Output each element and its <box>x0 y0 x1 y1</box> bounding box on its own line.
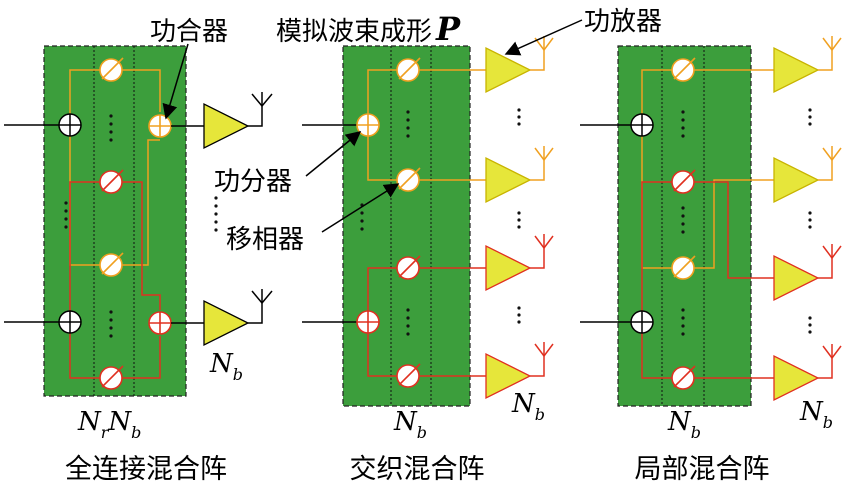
antenna-icon <box>530 342 554 377</box>
splitter-icon <box>58 113 82 137</box>
route-red <box>69 181 100 322</box>
route-red <box>694 181 774 279</box>
board <box>342 45 471 407</box>
panel-title: 局部混合阵 <box>635 454 770 485</box>
route-orange <box>641 69 672 125</box>
antenna-icon <box>248 92 273 127</box>
phase-shifter-icon <box>99 169 124 194</box>
arrow-power-amplifier <box>504 19 583 56</box>
panel-fully-connected: Nb NrNb 全连接混合阵 <box>4 45 273 485</box>
amplifier-icon <box>773 46 820 94</box>
arrow-combiner <box>162 43 189 120</box>
antenna-icon <box>530 234 554 269</box>
amplifier-icon <box>485 352 532 400</box>
route-red <box>367 267 397 322</box>
amplifier-icon <box>485 156 532 204</box>
arrow-splitter <box>305 131 362 177</box>
route-orange <box>367 125 397 181</box>
label-combiner: 功合器 <box>150 17 228 47</box>
amplifier-icon <box>485 244 532 292</box>
combiner-icon <box>148 311 172 335</box>
phase-shifter-icon <box>671 255 696 280</box>
splitter-icon <box>630 113 654 137</box>
route-red <box>122 336 161 379</box>
route-red <box>122 181 161 310</box>
board <box>43 45 187 397</box>
panel-side-dim: Nb <box>799 397 833 432</box>
phase-shifter-icon <box>671 57 696 82</box>
phase-shifter-icon <box>671 365 696 390</box>
splitter-icon <box>356 310 380 334</box>
amplifier-icon <box>773 156 820 204</box>
antenna-icon <box>530 146 554 181</box>
antenna-icon <box>818 146 842 181</box>
splitter-icon <box>58 310 82 334</box>
antenna-icon <box>818 36 842 71</box>
amplifier-icon <box>773 254 820 302</box>
phase-shifter-icon <box>99 365 124 390</box>
board <box>617 45 752 407</box>
panel-partial: Nb Nb 局部混合阵 <box>580 36 842 485</box>
phase-shifter-icon <box>99 57 124 82</box>
phase-shifter-icon <box>99 252 124 277</box>
arrow-phase-shifter <box>321 183 400 233</box>
label-phase-shifter: 移相器 <box>226 225 304 255</box>
splitter-icon <box>356 113 380 137</box>
amplifier-icon <box>203 102 250 150</box>
route-red <box>69 322 100 379</box>
route-orange <box>694 179 774 269</box>
panel-side-dim: Nb <box>209 349 243 384</box>
route-orange <box>69 69 100 125</box>
phase-shifter-icon <box>396 57 421 82</box>
panel-side-dim: Nb <box>511 389 545 424</box>
panel-bottom-dim: NrNb <box>77 407 141 442</box>
antenna-icon <box>818 344 842 379</box>
phase-shifter-icon <box>396 363 421 388</box>
route-orange <box>122 139 160 266</box>
antenna-icon <box>818 244 842 279</box>
amplifier-icon <box>773 354 820 402</box>
antenna-icon <box>248 289 273 324</box>
label-splitter: 功分器 <box>214 167 292 197</box>
phase-shifter-icon <box>671 169 696 194</box>
phase-shifter-icon <box>396 167 421 192</box>
label-power-amplifier: 功放器 <box>584 7 662 37</box>
panel-bottom-dim: Nb <box>393 407 427 442</box>
splitter-icon <box>630 310 654 334</box>
combiner-icon <box>148 114 172 138</box>
ellipsis-dots <box>360 108 521 336</box>
route-red <box>367 322 397 377</box>
amplifier-icon <box>485 46 532 94</box>
ellipsis-dots <box>681 108 812 336</box>
panel-title: 全连接混合阵 <box>65 454 227 485</box>
route-red <box>641 322 672 379</box>
amplifier-icon <box>203 299 250 347</box>
panel-title: 交织混合阵 <box>350 454 485 485</box>
route-orange <box>122 69 161 112</box>
panel-bottom-dim: Nb <box>667 407 701 442</box>
route-orange <box>367 69 397 125</box>
phase-shifter-icon <box>396 255 421 280</box>
panel-interleaved: Nb Nb 交织混合阵 <box>302 36 554 485</box>
route-red <box>641 181 672 322</box>
ellipsis-dots <box>64 114 218 338</box>
